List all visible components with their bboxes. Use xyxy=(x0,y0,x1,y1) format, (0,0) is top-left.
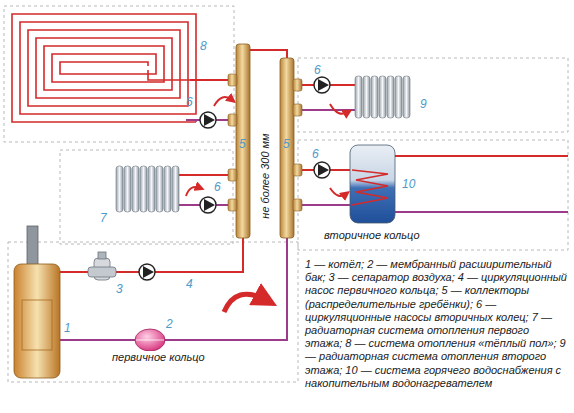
return-pipe xyxy=(294,204,352,206)
illustration-part xyxy=(14,264,60,378)
radiator-section xyxy=(156,166,163,212)
callout-number: 8 xyxy=(200,40,207,54)
pump-body xyxy=(314,162,330,178)
radiator-section xyxy=(132,166,139,212)
floor-heating-coil xyxy=(12,14,196,122)
supply-pipe xyxy=(178,174,236,176)
radiator-section xyxy=(140,166,147,212)
radiator-section xyxy=(172,166,179,212)
radiator-section xyxy=(355,76,362,118)
primary-return xyxy=(60,238,287,340)
radiator-section xyxy=(363,76,370,118)
callout-number: 6 xyxy=(186,96,193,110)
pump-body xyxy=(200,112,216,128)
expansion-tank xyxy=(135,329,165,351)
cold-water-pipe xyxy=(395,211,568,213)
flow-arrow xyxy=(224,294,266,312)
illustration-part xyxy=(293,79,302,91)
pump-triangle xyxy=(204,199,215,211)
callout-number: 5 xyxy=(283,138,290,152)
pump-body xyxy=(200,197,216,213)
illustration-part xyxy=(293,164,302,176)
radiator xyxy=(355,76,410,118)
circulation-pump xyxy=(314,77,330,93)
collector xyxy=(280,58,294,238)
radiator-section xyxy=(395,76,402,118)
illustration-part xyxy=(293,104,302,116)
radiator-section xyxy=(403,76,410,118)
illustration-part xyxy=(98,252,106,259)
circulation-pump xyxy=(314,162,330,178)
callout-number: 3 xyxy=(116,283,123,297)
pump-body xyxy=(314,77,330,93)
floor-region xyxy=(4,6,234,142)
radiator-section xyxy=(164,166,171,212)
illustration-part xyxy=(186,187,200,196)
callout-number: 7 xyxy=(100,212,107,226)
radiator xyxy=(116,166,179,212)
dimension-label: не более 300 мм xyxy=(259,133,272,218)
callout-number: 6 xyxy=(312,148,319,162)
floor-heating-coil xyxy=(148,70,190,80)
water-heater xyxy=(350,145,395,223)
callout-number: 5 xyxy=(239,138,246,152)
circulation-pump xyxy=(200,197,216,213)
return-pipe xyxy=(294,109,355,111)
key-text: 1 — котёл; 2 — мембранный расширительный… xyxy=(305,258,569,390)
callout-number: 2 xyxy=(166,318,173,332)
callout-number: 6 xyxy=(314,64,321,78)
pump-body xyxy=(139,264,155,280)
pumps xyxy=(139,77,330,280)
illustration-part xyxy=(88,267,116,277)
callout-number: 6 xyxy=(214,181,221,195)
circulation-pump xyxy=(200,112,216,128)
radiator-section xyxy=(148,166,155,212)
illustration-part xyxy=(22,300,52,350)
illustration-part xyxy=(27,226,38,268)
circulation-pump xyxy=(139,264,155,280)
illustration-part xyxy=(228,199,237,211)
radiator-section xyxy=(116,166,123,212)
hot-water-pipe xyxy=(395,155,568,157)
pump-triangle xyxy=(318,164,329,176)
illustration-part xyxy=(135,329,165,351)
heater-region xyxy=(298,140,568,250)
callout-number: 4 xyxy=(186,278,193,292)
illustration-part xyxy=(228,169,237,181)
callout-number: 1 xyxy=(64,322,71,336)
heater-coil xyxy=(352,170,388,205)
illustration-part xyxy=(293,199,302,211)
radiator-section xyxy=(371,76,378,118)
radiator-section xyxy=(387,76,394,118)
illustration-part xyxy=(214,97,232,106)
circuit-label: вторичное кольцо xyxy=(322,229,422,242)
floor-heating-coil xyxy=(12,14,196,122)
collector xyxy=(236,44,250,238)
radiator-region xyxy=(298,58,568,132)
radiator-region xyxy=(60,150,233,244)
boiler xyxy=(14,226,60,378)
primary-region xyxy=(8,242,298,382)
pipes xyxy=(60,50,568,340)
callout-number: 9 xyxy=(420,98,427,112)
illustration-part xyxy=(330,104,348,114)
illustration-part xyxy=(228,114,237,126)
radiator-section xyxy=(379,76,386,118)
collectors xyxy=(228,44,302,238)
illustration-part xyxy=(228,74,237,86)
radiator-section xyxy=(124,166,131,212)
circuit-label: первичное кольцо xyxy=(110,351,207,364)
illustration-part xyxy=(136,340,164,341)
callout-number: 10 xyxy=(402,178,415,192)
air-separator xyxy=(88,252,116,280)
pump-triangle xyxy=(143,266,154,278)
pump-triangle xyxy=(318,79,329,91)
pump-triangle xyxy=(204,114,215,126)
illustration-part xyxy=(350,145,395,223)
illustration-part xyxy=(330,188,346,196)
